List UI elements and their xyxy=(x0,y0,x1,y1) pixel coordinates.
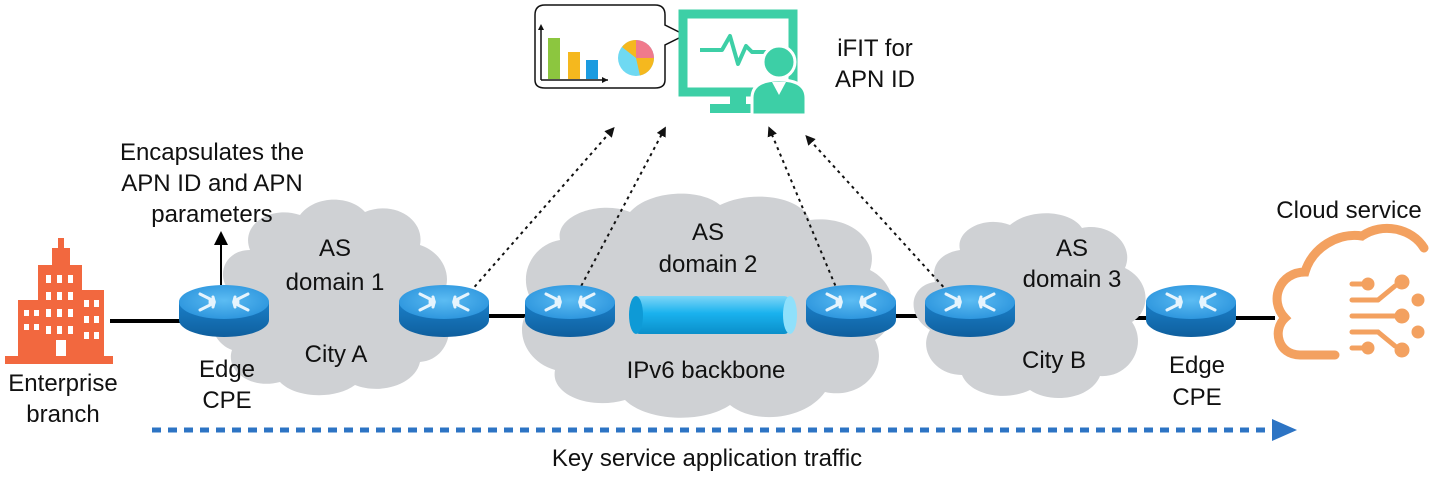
as-domain-1-cloud xyxy=(211,199,450,396)
user-icon xyxy=(750,44,808,117)
chart-bubble xyxy=(534,4,687,89)
domain-3-city: City B xyxy=(1022,347,1086,374)
domain-2-backbone: IPv6 backbone xyxy=(627,357,786,384)
domain-2-name-line2: domain 2 xyxy=(659,251,758,278)
domain-1-name-line2: domain 1 xyxy=(286,269,385,296)
bar-chart-icon xyxy=(538,24,608,83)
annotation-line3: parameters xyxy=(151,201,272,228)
annotation-line2: APN ID and APN xyxy=(121,170,302,197)
telemetry-arrow-3 xyxy=(767,126,839,293)
router-icon xyxy=(1144,283,1238,339)
traffic-label: Key service application traffic xyxy=(552,445,862,472)
cloud-service-label: Cloud service xyxy=(1276,197,1421,224)
monitor-icon xyxy=(678,9,808,117)
telemetry-arrow-1 xyxy=(469,126,615,293)
enterprise-label-line1: Enterprise xyxy=(8,370,117,397)
annotation-line1: Encapsulates the xyxy=(120,139,304,166)
router-icon xyxy=(397,283,491,339)
telemetry-arrows xyxy=(469,126,949,293)
domain-3-name-line2: domain 3 xyxy=(1023,266,1122,293)
cloud-service-icon xyxy=(1272,223,1429,360)
telemetry-arrow-2 xyxy=(577,126,666,293)
building-icon xyxy=(5,238,113,364)
left-cpe-label-line2: CPE xyxy=(202,387,251,414)
domain-1-name-line1: AS xyxy=(319,235,351,262)
domain-3-name-line1: AS xyxy=(1056,235,1088,262)
domain-2-name-line1: AS xyxy=(692,219,724,246)
right-cpe-label-line2: CPE xyxy=(1172,384,1221,411)
traffic-arrow xyxy=(152,419,1297,441)
enterprise-label-line2: branch xyxy=(26,401,99,428)
monitor-label-line2: APN ID xyxy=(835,66,915,93)
as-domain-3-cloud xyxy=(913,213,1146,399)
tunnel-icon xyxy=(629,296,797,334)
pie-chart-icon xyxy=(618,40,654,76)
router-icon xyxy=(523,283,617,339)
router-icon xyxy=(923,283,1017,339)
domain-1-city: City A xyxy=(305,341,368,368)
annotation-up-arrow xyxy=(214,231,228,285)
router-icon xyxy=(804,283,898,339)
router-icon xyxy=(177,283,271,339)
monitor-label-line1: iFIT for xyxy=(837,35,913,62)
left-cpe-label-line1: Edge xyxy=(199,356,255,383)
right-cpe-label-line1: Edge xyxy=(1169,352,1225,379)
